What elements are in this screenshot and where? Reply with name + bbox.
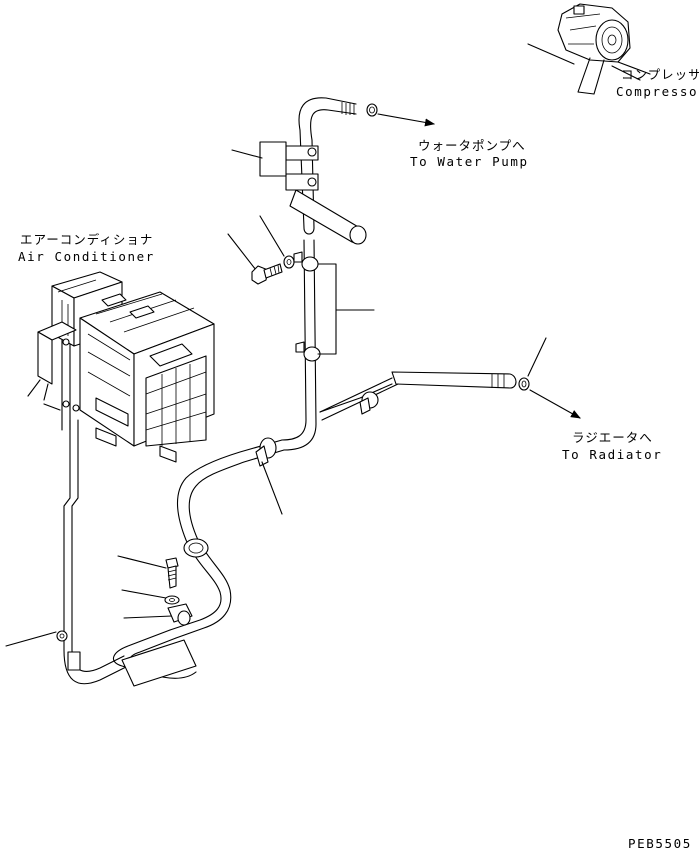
leader-line-washer-lower [121,589,167,599]
compressor-label-jp: コンプレッサ [621,67,699,82]
water-pump-label-en: To Water Pump [410,154,529,169]
leader-line-clamp-lower-left [5,631,57,647]
hose-clamp-radiator [518,377,530,391]
bolt-upper [251,263,283,285]
washer-upper [283,255,295,269]
water-pump-hose [259,97,367,245]
leader-line-clip-lower [123,615,173,619]
leader-line-clip-middle [261,461,283,515]
leader-line-bolt-lower [117,555,167,569]
air-conditioner-unit [27,271,215,463]
drawing-code: PEB5505 [628,836,692,851]
leader-line-clamp-radiator [527,337,547,377]
arrow-to-radiator [529,389,581,419]
air-conditioner-label-jp: エアーコンディショナ [20,232,153,247]
water-pump-label-jp: ウォータポンプへ [418,138,526,153]
hose-clamp-lower-left [56,630,68,642]
compressor-label-en: Compressor [616,84,699,99]
hose-clamp-water-pump [366,103,378,117]
clip-upper-right [359,391,379,415]
leader-line-compressor [527,43,575,65]
bolt-lower [165,557,179,589]
clip-middle [255,437,277,467]
compressor-illustration [557,3,651,95]
washer-lower [164,595,180,605]
air-conditioner-label-en: Air Conditioner [18,249,155,264]
leader-line-washer-upper [259,215,285,257]
radiator-label-en: To Radiator [562,447,662,462]
vertical-heater-pipe [281,239,321,451]
hose-clamp-lower [183,538,209,558]
heater-hose-left [63,419,129,685]
arrow-to-water-pump [377,113,435,127]
radiator-label-jp: ラジエータへ [572,430,653,445]
leader-line-bracket-upper [231,149,263,159]
leader-line-bolt-upper [227,233,257,271]
radiator-hose [319,371,517,421]
clip-lower [167,603,193,626]
bracket-callout-middle [317,263,375,355]
